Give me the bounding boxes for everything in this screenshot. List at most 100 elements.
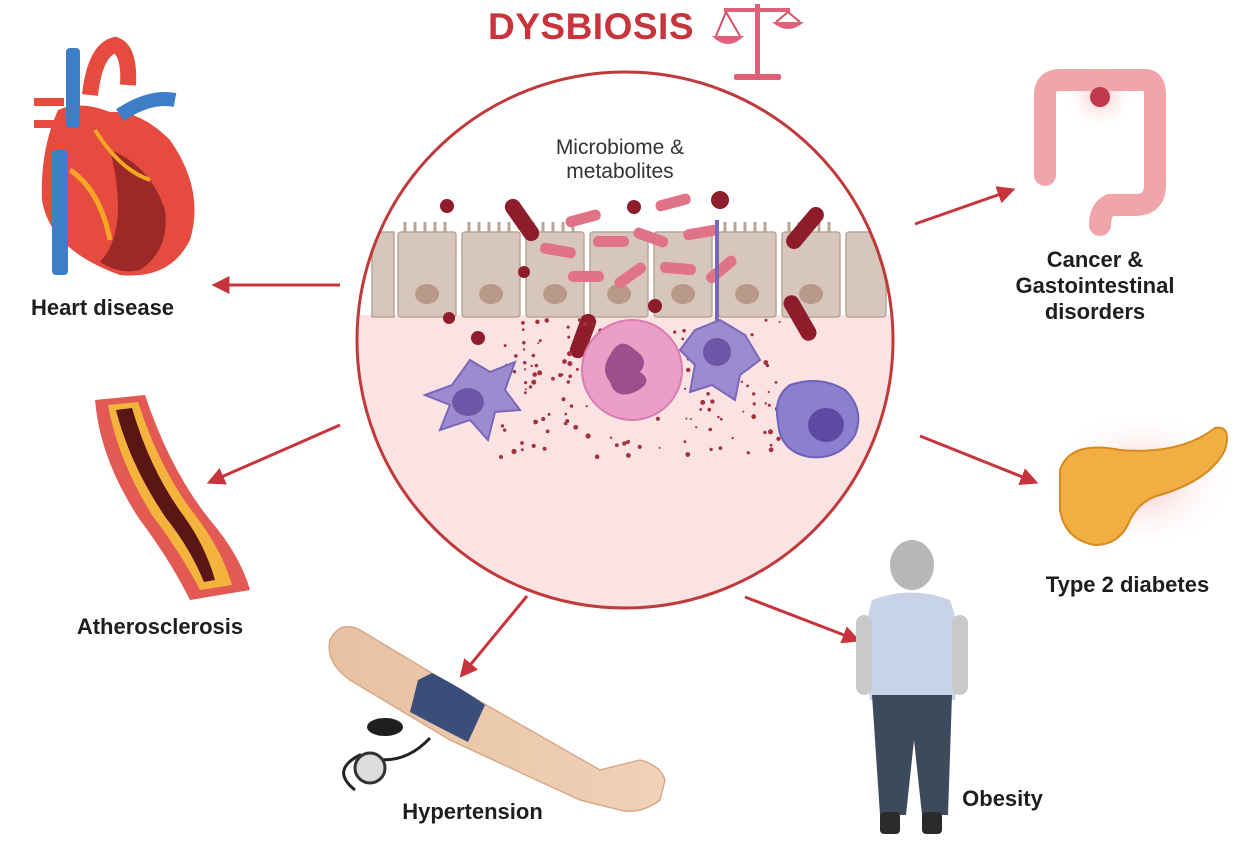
metabolite-dot [710, 399, 715, 404]
metabolite-dot [537, 342, 540, 344]
metabolite-dot [512, 370, 517, 374]
obesity-label: Obesity [962, 786, 1043, 811]
heart-icon [34, 36, 195, 276]
atherosclerosis-label: Atherosclerosis [76, 614, 244, 639]
metabolite-dot [700, 399, 706, 405]
dendritic-cell-left [422, 358, 522, 443]
arrow-to-atherosclerosis [206, 423, 341, 485]
metabolite-dot [565, 419, 570, 424]
metabolite-dot [684, 387, 687, 390]
metabolite-dot [764, 402, 767, 405]
metabolite-dot [534, 363, 539, 368]
metabolite-dot [566, 380, 571, 384]
metabolite-dot [573, 424, 579, 430]
metabolite-dot [585, 433, 591, 439]
metabolite-dot [567, 351, 572, 357]
pancreas-icon [1045, 410, 1235, 550]
diagram-title: DYSBIOSIS [488, 6, 694, 47]
metabolite-dot [752, 392, 756, 396]
metabolite-dot [746, 451, 750, 455]
metabolite-dot [545, 429, 550, 434]
metabolite-dot [567, 361, 573, 367]
metabolite-dot [568, 374, 572, 379]
balance-scale-icon [712, 4, 804, 80]
metabolite-dot [658, 446, 661, 449]
metabolite-dot [499, 455, 503, 459]
arrow-to-cancer [914, 186, 1016, 226]
metabolite-dot [523, 361, 527, 365]
metabolite-dot [689, 418, 692, 420]
metabolite-dot [627, 440, 631, 443]
metabolite-dot [767, 390, 770, 394]
metabolite-dot [561, 373, 564, 376]
metabolite-dot [514, 354, 518, 358]
metabolite-dot [538, 339, 542, 343]
metabolite-dot [718, 446, 723, 450]
metabolite-dot [695, 426, 698, 429]
metabolite-dot [683, 440, 687, 444]
metabolite-dot [719, 417, 723, 421]
metabolite-dot [520, 448, 524, 452]
metabolite-dot [681, 337, 685, 341]
metabolite-dot [707, 407, 712, 412]
metabolite-dot [500, 424, 505, 428]
metabolite-dot [503, 344, 507, 348]
metabolite-dot [769, 443, 773, 447]
metabolite-dot [673, 330, 677, 334]
metabolite-dot [583, 322, 588, 327]
metabolite-dot [763, 360, 769, 365]
metabolite-dot [764, 318, 768, 322]
metabolite-dot [767, 403, 771, 407]
metabolite-dot [530, 364, 533, 368]
metabolite-dot [686, 367, 691, 373]
neutrophil-cell [581, 319, 683, 421]
metabolite-dot [591, 322, 594, 325]
metabolite-dot [531, 379, 537, 385]
metabolite-dot [746, 384, 749, 388]
metabolite-dot [609, 436, 613, 439]
metabolite-dot [778, 321, 781, 323]
macrophage-cell [775, 380, 860, 459]
metabolite-dot [531, 443, 536, 448]
metabolite-dot [685, 417, 688, 420]
metabolite-dot [521, 328, 525, 331]
metabolite-dot [537, 370, 543, 376]
arrow-to-diabetes [919, 434, 1039, 486]
metabolite-dot [585, 405, 588, 408]
metabolite-dot [561, 397, 566, 402]
arrow-to-obesity [744, 595, 861, 644]
metabolite-dot [575, 367, 579, 371]
metabolite-dot [750, 333, 754, 337]
metabolite-dot [503, 428, 507, 432]
metabolite-dot [706, 392, 710, 396]
metabolite-dot [622, 441, 627, 446]
metabolite-dot [614, 443, 619, 448]
metabolite-dot [521, 321, 525, 325]
metabolite-dot [751, 414, 757, 420]
colon-icon [1034, 60, 1166, 236]
metabolite-dot [520, 441, 524, 445]
metabolite-dot [547, 412, 551, 416]
dendritic-cell-right [678, 220, 762, 402]
metabolite-dot [731, 436, 734, 440]
metabolite-dot [535, 319, 540, 324]
metabolite-dot [562, 360, 566, 364]
metabolite-dot [524, 381, 528, 385]
metabolite-dot [740, 380, 744, 383]
metabolite-dot [655, 416, 661, 421]
metabolite-dot [717, 415, 720, 419]
metabolite-dot [708, 427, 712, 432]
metabolite-dot [567, 335, 571, 339]
metabolite-dot [522, 348, 526, 351]
cancer-label: Cancer & Gastointestinal disorders [1015, 247, 1175, 324]
metabolite-dot [577, 318, 582, 322]
metabolite-dot [699, 408, 703, 411]
metabolite-dot [533, 419, 538, 425]
metabolite-dot [709, 447, 713, 452]
metabolite-dot [544, 318, 550, 323]
metabolite-dot [558, 373, 563, 378]
metabolite-dot [682, 328, 686, 333]
metabolite-dot [522, 341, 526, 345]
metabolite-dot [563, 422, 567, 426]
